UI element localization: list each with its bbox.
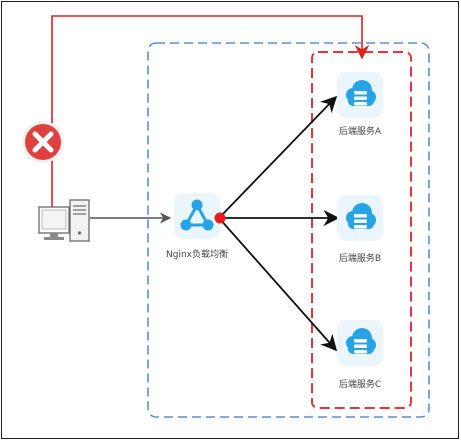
arrow-to-server-c	[218, 217, 338, 352]
junction-dot	[214, 212, 226, 224]
error-x-icon	[22, 121, 64, 163]
network-share-icon	[174, 193, 220, 239]
load-balancer-group-border	[147, 42, 430, 418]
arrow-to-server-a	[218, 95, 338, 219]
server-a-label: 后端服务A	[339, 125, 382, 137]
cloud-server-icon	[337, 195, 383, 241]
server-b-label: 后端服务B	[339, 252, 381, 264]
direct-access-line	[51, 15, 370, 207]
nginx-label: Nginx负载均衡	[166, 248, 228, 260]
cloud-server-icon	[337, 320, 383, 366]
cloud-server-icon	[337, 72, 383, 118]
server-c-label: 后端服务C	[339, 378, 381, 390]
desktop-computer-icon	[38, 199, 90, 242]
